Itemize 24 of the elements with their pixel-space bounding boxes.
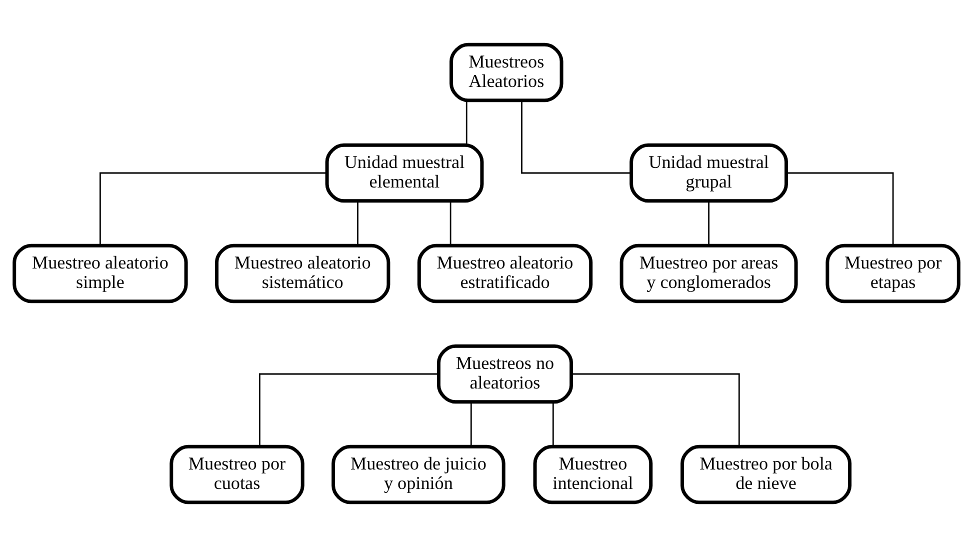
connector bbox=[708, 201, 710, 246]
node-box: Unidad muestral elemental bbox=[325, 143, 484, 203]
node-box: Muestreo por areas y conglomerados bbox=[620, 244, 798, 304]
connector bbox=[521, 100, 632, 174]
connector bbox=[470, 402, 472, 446]
connector bbox=[552, 402, 554, 446]
connector bbox=[100, 172, 327, 246]
connector bbox=[466, 100, 468, 145]
connector bbox=[786, 172, 894, 246]
node-box: Muestreo por cuotas bbox=[170, 444, 304, 504]
node-box: Muestreo aleatorio estratificado bbox=[417, 244, 593, 304]
node-box: Muestreo por bola de nieve bbox=[680, 444, 852, 504]
node-box: Muestreo de juicio y opinión bbox=[332, 444, 506, 504]
node-box: Muestreo aleatorio simple bbox=[12, 244, 188, 304]
connector bbox=[571, 373, 740, 446]
connector bbox=[450, 201, 452, 246]
node-box: Muestreo intencional bbox=[533, 444, 653, 504]
node-box: Muestreos no aleatorios bbox=[436, 344, 574, 404]
node-box: Muestreos Aleatorios bbox=[450, 42, 564, 102]
connector bbox=[357, 201, 358, 246]
node-box: Unidad muestral grupal bbox=[630, 143, 788, 203]
connector bbox=[258, 373, 439, 446]
node-box: Muestreo aleatorio sistemático bbox=[215, 244, 390, 304]
node-box: Muestreo por etapas bbox=[826, 244, 960, 304]
